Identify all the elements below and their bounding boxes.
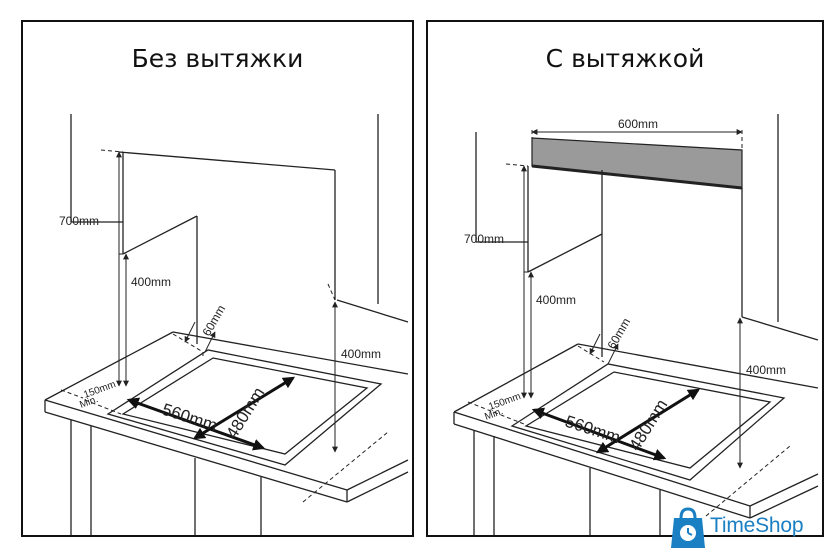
height-400-cabinet-label: 400mm <box>131 275 171 289</box>
depth-60-label: 60mm <box>199 303 228 339</box>
width-560-label: 560mm <box>563 412 623 448</box>
height-400-side-label: 400mm <box>341 347 381 361</box>
height-400-side-label: 400mm <box>746 363 786 377</box>
timeshop-watermark: TimeShop <box>668 506 830 550</box>
height-700-label: 700mm <box>59 214 99 228</box>
height-400-cabinet-label: 400mm <box>536 293 576 307</box>
depth-480-label: 480mm <box>625 396 671 454</box>
panel-title: С вытяжкой <box>545 44 705 73</box>
dimension-lines <box>116 151 338 453</box>
hob-arrows <box>126 376 296 451</box>
hood-edge <box>531 164 743 190</box>
edge-min-label: Min. <box>483 406 505 423</box>
depth-480-label: 480mm <box>222 384 268 442</box>
installation-diagram-with-hood: 600mm 700mm 400mm 400mm 60mm 150mm Min. … <box>453 114 819 535</box>
dashed-guides <box>60 149 389 503</box>
hob-arrows <box>531 388 701 461</box>
panel-without-hood: Без вытяжки <box>21 20 414 537</box>
depth-60-label: 60mm <box>604 316 633 352</box>
edge-min-label: Min. <box>78 394 100 411</box>
watermark-text: TimeShop <box>710 514 804 537</box>
shopping-bag-clock-icon <box>671 507 705 548</box>
hood-width-label: 600mm <box>618 117 658 131</box>
height-700-label: 700mm <box>464 232 504 246</box>
dimension-lines <box>521 129 743 469</box>
installation-diagram-without-hood: 700mm 400mm 400mm 60mm 150mm Min. 560mm … <box>44 114 409 535</box>
panel-title: Без вытяжки <box>131 44 304 73</box>
room-lines <box>44 114 409 535</box>
panel-with-hood: С вытяжкой <box>426 20 824 537</box>
hood <box>531 137 743 189</box>
